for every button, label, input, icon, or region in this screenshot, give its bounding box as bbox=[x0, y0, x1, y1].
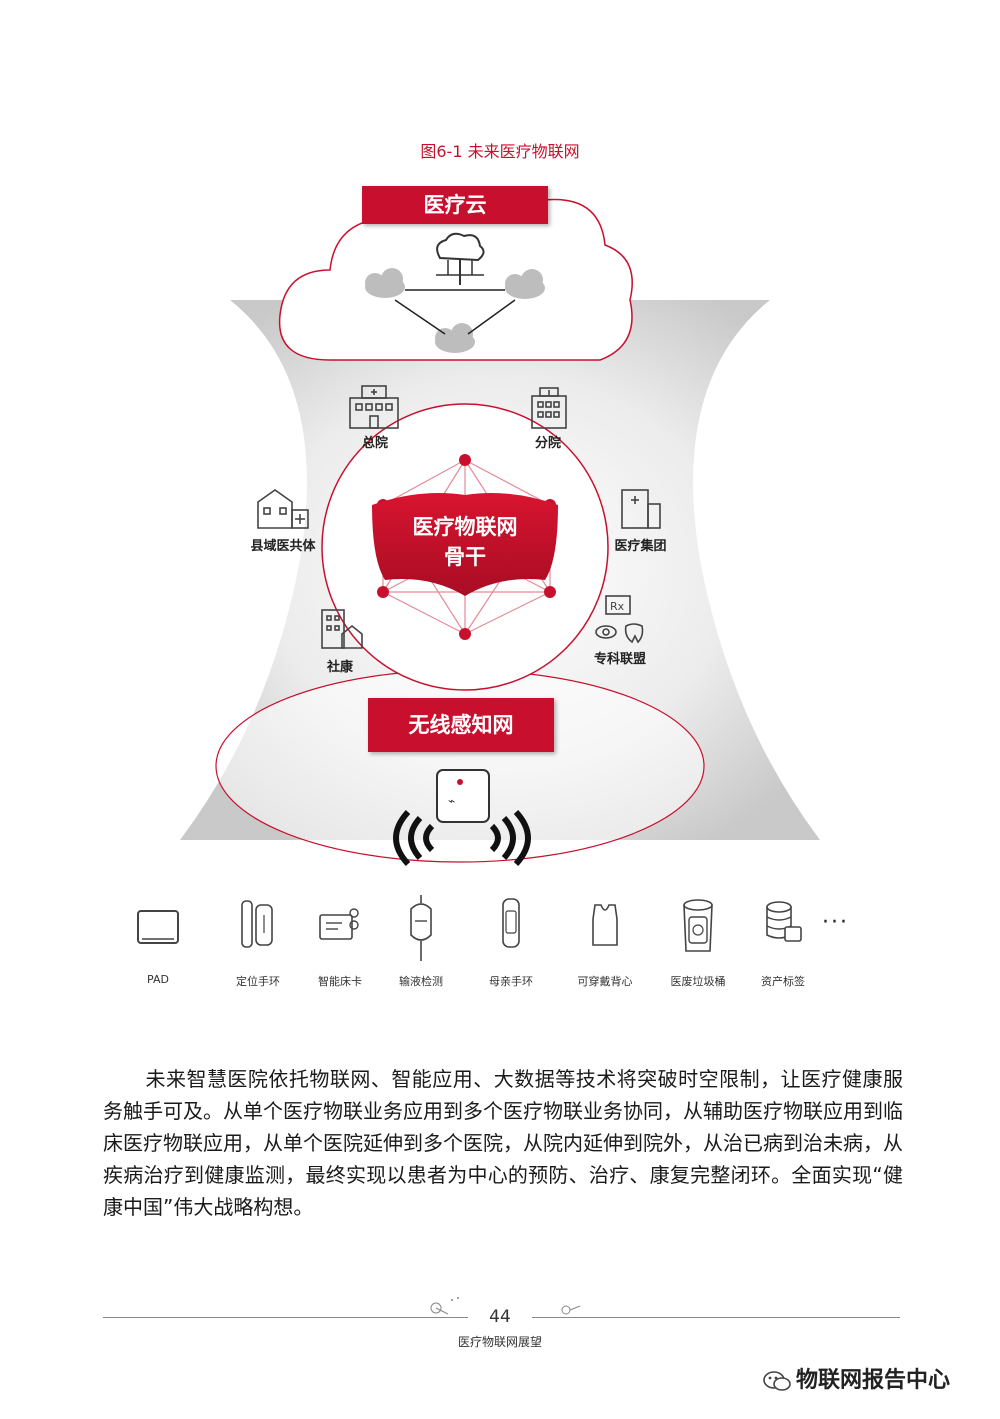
node-label-branch-hospital: 分院 bbox=[534, 436, 561, 451]
locator-band-icon bbox=[241, 900, 273, 948]
bed-card-icon bbox=[319, 908, 359, 940]
infusion-icon bbox=[410, 895, 432, 961]
dandelion-icon bbox=[430, 1297, 459, 1315]
medical-group-icon bbox=[621, 489, 661, 529]
mother-band-icon bbox=[502, 898, 520, 948]
device-label: 智能床卡 bbox=[318, 975, 362, 988]
node-label-community-health: 社康 bbox=[326, 660, 353, 675]
hospital-icon bbox=[349, 385, 399, 429]
wireless-network-label: 无线感知网 bbox=[368, 698, 554, 752]
body-paragraph: 未来智慧医院依托物联网、智能应用、大数据等技术将突破时空限制，让医疗健康服务触手… bbox=[103, 1063, 903, 1223]
device-label: 医废垃圾桶 bbox=[670, 975, 726, 988]
footer-divider-right bbox=[532, 1317, 900, 1318]
cloud-shape bbox=[278, 190, 633, 361]
wireless-router-icon: ⌁ bbox=[436, 769, 490, 823]
waste-bin-icon bbox=[683, 899, 713, 952]
svg-text:Rx: Rx bbox=[610, 600, 625, 613]
watermark: 物联网报告中心 bbox=[762, 1362, 950, 1394]
core-label-line1: 医疗物联网 bbox=[412, 515, 518, 539]
figure-title: 图6-1 未来医疗物联网 bbox=[420, 142, 580, 161]
device-row: PAD 定位手环 智能床卡 输液检测 母亲手环 可穿戴背心 医废垃圾桶 资产标签 bbox=[100, 895, 900, 995]
footer-divider-left bbox=[103, 1317, 468, 1318]
device-label: 资产标签 bbox=[761, 975, 805, 988]
core-label-line2: 骨干 bbox=[444, 545, 486, 569]
device-locator-band: 定位手环 bbox=[213, 895, 303, 989]
medical-cloud-label: 医疗云 bbox=[362, 186, 548, 224]
dandelion-seed-icon bbox=[561, 1305, 581, 1315]
community-health-icon bbox=[321, 609, 363, 649]
county-medical-community-icon bbox=[257, 489, 309, 529]
specialty-alliance-icon: Rx bbox=[595, 595, 644, 644]
watermark-text: 物联网报告中心 bbox=[796, 1368, 951, 1393]
device-label: 输液检测 bbox=[399, 975, 443, 988]
wechat-icon bbox=[763, 1371, 791, 1391]
vest-icon bbox=[592, 904, 618, 946]
device-pad: PAD bbox=[113, 895, 203, 986]
device-bed-card: 智能床卡 bbox=[295, 895, 385, 989]
device-vest: 可穿戴背心 bbox=[560, 895, 650, 989]
device-mother-band: 母亲手环 bbox=[466, 895, 556, 989]
device-asset-tag: 资产标签 bbox=[738, 895, 828, 989]
footer-section-title: 医疗物联网展望 bbox=[457, 1335, 542, 1349]
device-waste-bin: 医废垃圾桶 bbox=[653, 895, 743, 989]
small-cloud-icon bbox=[365, 268, 545, 353]
iot-diagram: Rx ⌁ bbox=[180, 190, 820, 867]
body-text: 未来智慧医院依托物联网、智能应用、大数据等技术将突破时空限制，让医疗健康服务触手… bbox=[103, 1067, 903, 1219]
asset-tag-icon bbox=[766, 901, 802, 942]
branch-hospital-icon bbox=[531, 387, 567, 429]
device-label: PAD bbox=[147, 973, 169, 986]
node-label-specialty-alliance: 专科联盟 bbox=[593, 652, 646, 667]
device-infusion: 输液检测 bbox=[376, 895, 466, 989]
tablet-icon bbox=[137, 910, 179, 944]
brain-cloud-icon bbox=[436, 232, 485, 285]
more-devices-ellipsis: ··· bbox=[822, 910, 849, 935]
core-shield bbox=[372, 492, 558, 596]
node-label-medical-group: 医疗集团 bbox=[614, 539, 667, 554]
device-label: 定位手环 bbox=[236, 975, 280, 988]
node-label-main-hospital: 总院 bbox=[361, 436, 388, 451]
page-number: 44 bbox=[489, 1307, 511, 1327]
wireless-signal-icon bbox=[393, 809, 531, 867]
device-label: 可穿戴背心 bbox=[577, 975, 633, 988]
device-label: 母亲手环 bbox=[489, 975, 533, 988]
iot-backbone-label: 医疗物联网 骨干 bbox=[372, 512, 558, 572]
node-label-county-community: 县域医共体 bbox=[250, 539, 316, 554]
svg-text:⌁: ⌁ bbox=[448, 794, 455, 808]
